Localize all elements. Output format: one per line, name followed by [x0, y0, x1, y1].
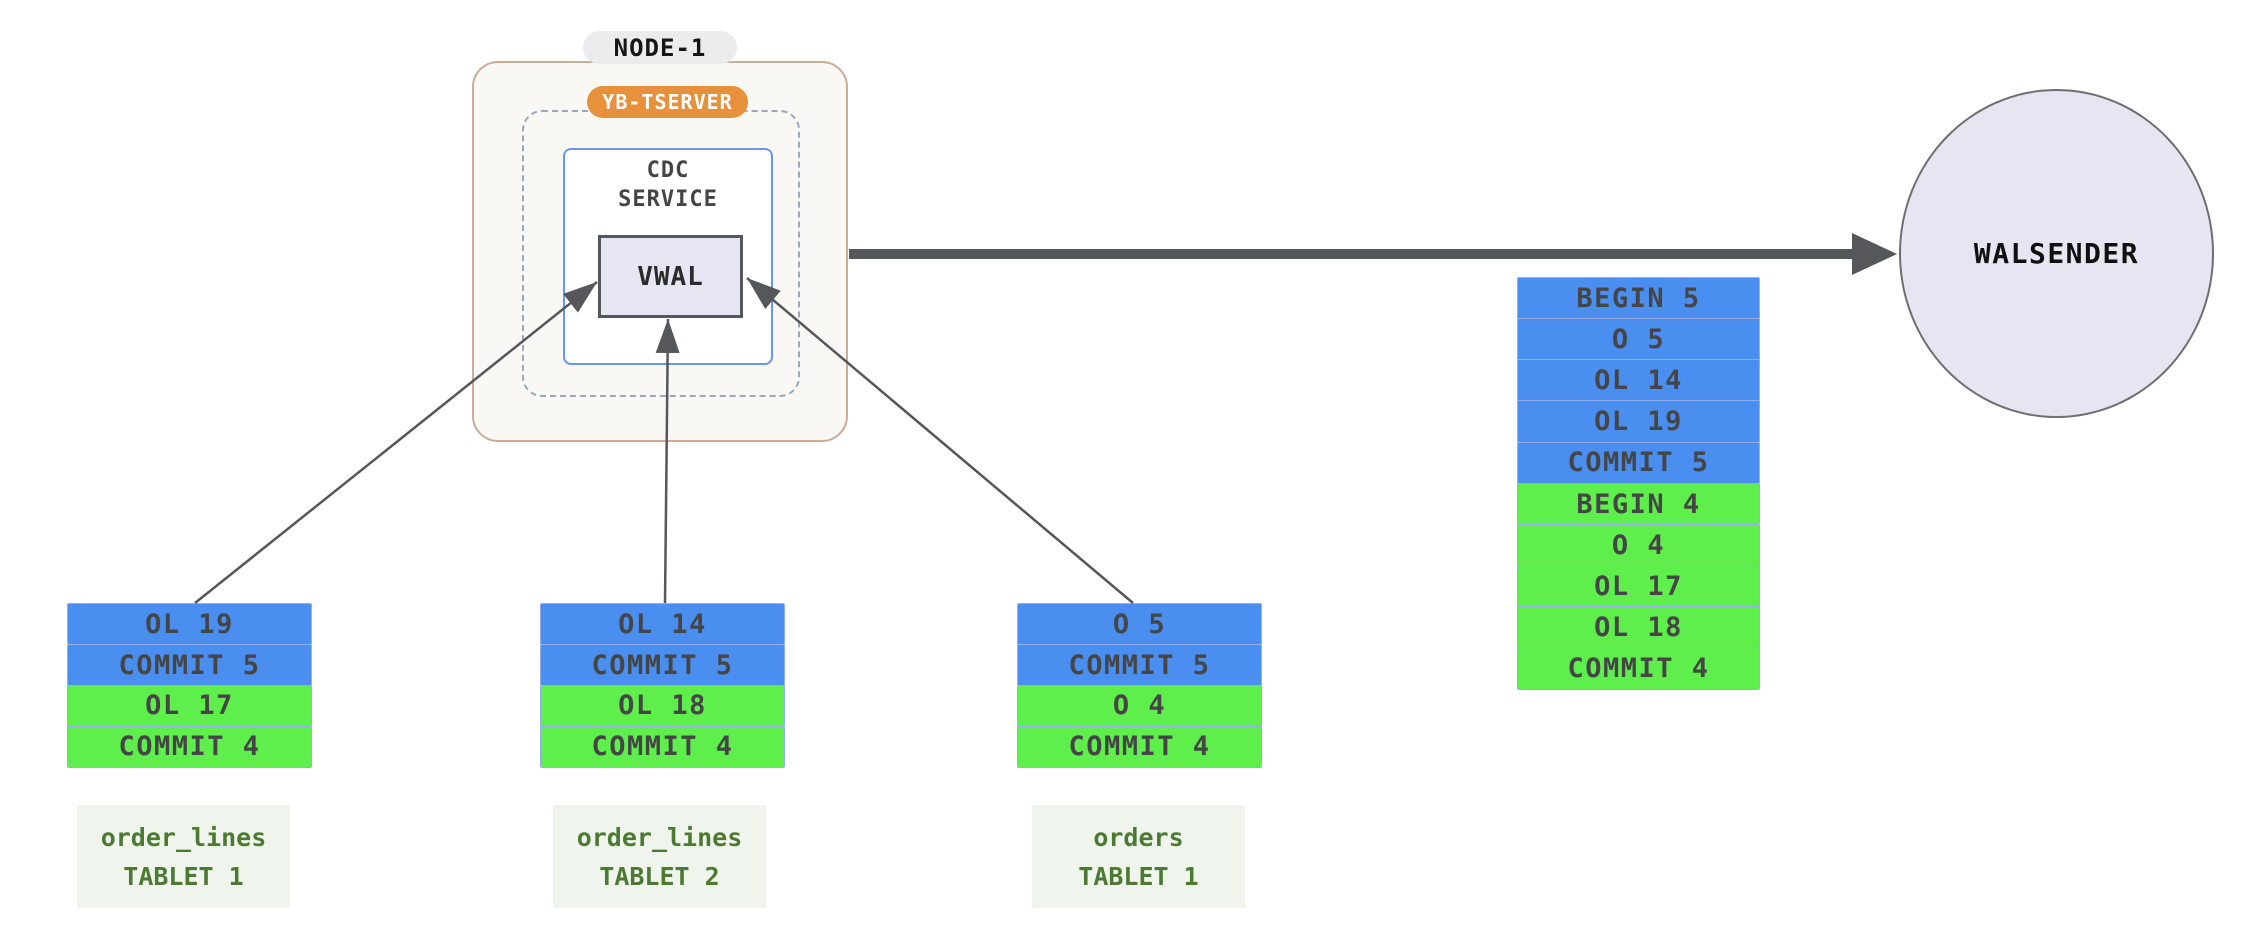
wal-record: O 5 [1517, 318, 1760, 361]
wal-record: OL 14 [1517, 359, 1760, 402]
node1-title: NODE-1 [583, 31, 737, 64]
tablet2-wal-stack: OL 14 COMMIT 5 OL 18 COMMIT 4 [540, 603, 785, 768]
wal-record: COMMIT 5 [67, 643, 312, 687]
tablet3-name-label: orders TABLET 1 [1032, 805, 1245, 908]
wal-record-label: OL 17 [1594, 570, 1683, 602]
wal-record: OL 19 [67, 603, 312, 646]
wal-record-label: COMMIT 4 [118, 731, 261, 763]
wal-record-label: OL 17 [145, 690, 234, 722]
wal-record: OL 18 [1517, 606, 1760, 649]
wal-record: OL 17 [1517, 565, 1760, 608]
wal-record-label: COMMIT 4 [1068, 731, 1211, 763]
wal-record: COMMIT 5 [1517, 441, 1760, 485]
wal-record: BEGIN 4 [1517, 482, 1760, 526]
tablet1-wal-stack: OL 19 COMMIT 5 OL 17 COMMIT 4 [67, 603, 312, 768]
wal-record-label: O 4 [1611, 529, 1666, 561]
tablet2-name-label: order_lines TABLET 2 [553, 805, 766, 908]
wal-record-label: O 5 [1112, 608, 1167, 640]
wal-record-label: OL 18 [1594, 612, 1683, 644]
wal-record-label: OL 14 [618, 608, 707, 640]
wal-record-label: COMMIT 5 [1567, 447, 1710, 479]
wal-record: OL 19 [1517, 400, 1760, 444]
wal-record-label: O 5 [1611, 323, 1666, 355]
wal-record: O 5 [1017, 603, 1262, 646]
wal-record: COMMIT 4 [540, 725, 785, 768]
wal-record-label: OL 19 [145, 608, 234, 640]
wal-record: COMMIT 4 [1017, 725, 1262, 768]
wal-record: OL 17 [67, 684, 312, 728]
wal-record: COMMIT 4 [67, 725, 312, 768]
wal-record: O 4 [1517, 523, 1760, 567]
wal-record-label: O 4 [1112, 690, 1167, 722]
wal-record: BEGIN 5 [1517, 277, 1760, 320]
vwal-box: VWAL [598, 235, 743, 318]
wal-record: O 4 [1017, 684, 1262, 728]
wal-record: OL 14 [540, 603, 785, 646]
wal-record-label: BEGIN 5 [1576, 282, 1701, 314]
tablet3-wal-stack: O 5 COMMIT 5 O 4 COMMIT 4 [1017, 603, 1262, 768]
wal-record: COMMIT 5 [1017, 643, 1262, 687]
wal-record-label: COMMIT 4 [591, 731, 734, 763]
wal-record-label: COMMIT 5 [591, 649, 734, 681]
tablet1-name-label: order_lines TABLET 1 [77, 805, 290, 908]
wal-record-label: OL 18 [618, 690, 707, 722]
wal-record-label: BEGIN 4 [1576, 488, 1701, 520]
merged-wal-stream: BEGIN 5 O 5 OL 14 OL 19 COMMIT 5 BEGIN 4… [1517, 277, 1760, 691]
wal-record-label: OL 14 [1594, 365, 1683, 397]
yb-tserver-badge: YB-TSERVER [587, 86, 748, 118]
wal-record: COMMIT 4 [1517, 647, 1760, 691]
wal-record-label: COMMIT 5 [118, 649, 261, 681]
cdc-service-label: CDC SERVICE [618, 158, 718, 212]
wal-record-label: OL 19 [1594, 406, 1683, 438]
wal-record: COMMIT 5 [540, 643, 785, 687]
walsender-circle: WALSENDER [1899, 89, 2214, 418]
wal-record: OL 18 [540, 684, 785, 728]
wal-record-label: COMMIT 4 [1567, 653, 1710, 685]
wal-record-label: COMMIT 5 [1068, 649, 1211, 681]
vwal-to-walsender-arrowhead [1852, 233, 1897, 275]
